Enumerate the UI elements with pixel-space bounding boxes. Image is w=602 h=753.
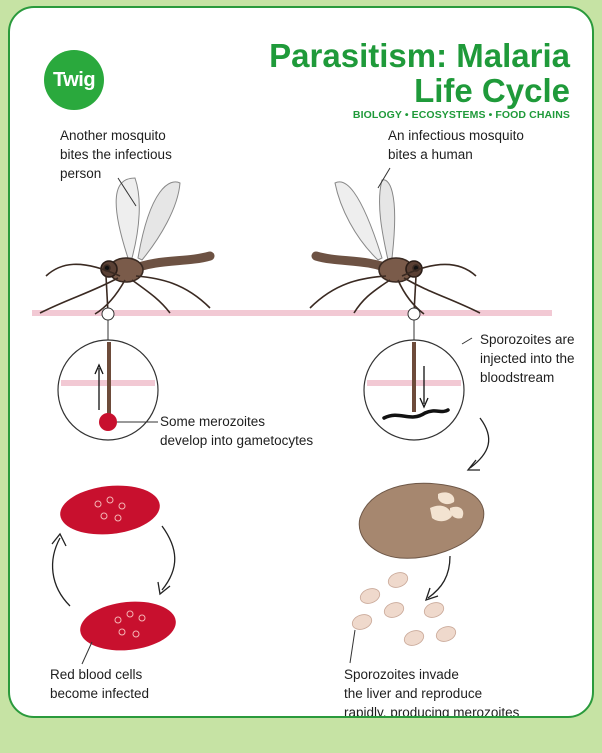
red-blood-cell-bottom (78, 597, 178, 655)
label-merozoites-gametocytes: Some merozoites develop into gametocytes (160, 412, 313, 450)
liver-illustration (359, 483, 484, 558)
magnify-circle-left (58, 340, 158, 440)
arrow-cell-down (162, 526, 175, 590)
red-blood-cell-top (58, 481, 162, 539)
bite-point-right (408, 308, 420, 320)
bite-point-left (102, 308, 114, 320)
label-red-blood-cells: Red blood cells become infected (50, 665, 149, 703)
magnify-circle-right (364, 338, 472, 440)
label-another-mosquito: Another mosquito bites the infectious pe… (60, 126, 172, 183)
arrow-to-liver (470, 418, 489, 468)
arrow-cell-up (53, 538, 70, 606)
arrow-liver-to-cells (428, 556, 450, 598)
gametocyte-cell (99, 413, 117, 431)
label-sporozoites-injected: Sporozoites are injected into the bloods… (480, 330, 575, 387)
label-infectious-mosquito: An infectious mosquito bites a human (388, 126, 524, 164)
label-sporozoites-invade: Sporozoites invade the liver and reprodu… (344, 665, 519, 718)
poster-card: Twig Parasitism: Malaria Life Cycle BIOL… (8, 6, 594, 718)
mosquito-left (40, 178, 210, 314)
merozoite-cluster (350, 570, 458, 648)
mosquito-right (310, 180, 480, 314)
